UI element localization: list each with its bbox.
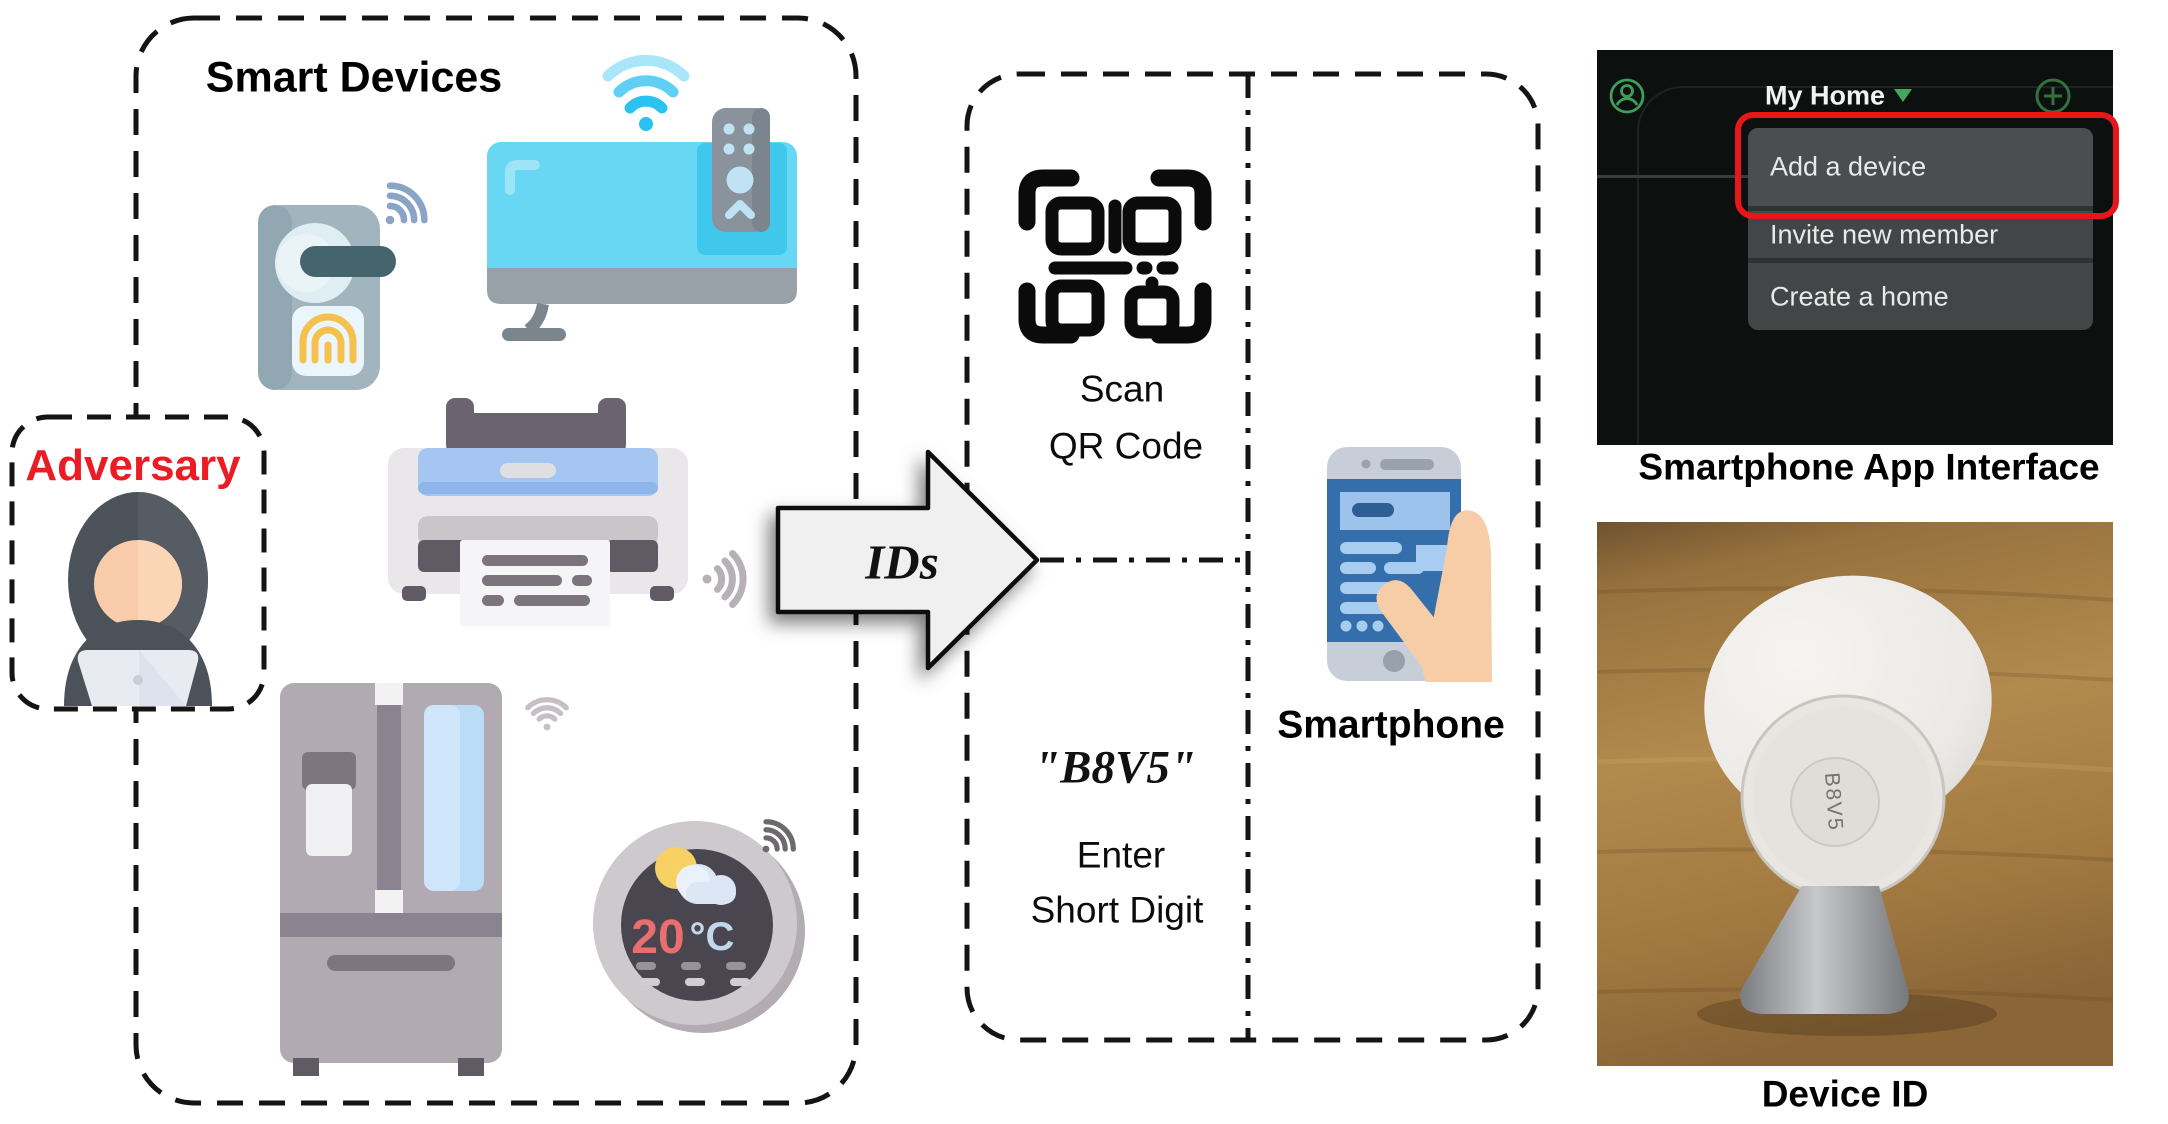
scan-label-line1: Scan xyxy=(1079,368,1165,410)
smartphone-label: Smartphone xyxy=(1277,703,1505,747)
ids-arrow xyxy=(775,449,1040,671)
short-id-label: "B8V5" xyxy=(1034,741,1196,794)
enter-label-line1: Enter xyxy=(1076,834,1166,876)
app-screenshot: My Home Add a device Invite new member C… xyxy=(1597,50,2113,445)
menu-item-label: Invite new member xyxy=(1770,219,1999,249)
menu-separator xyxy=(1748,258,2093,263)
add-icon[interactable] xyxy=(2034,77,2072,115)
smart-tv-icon xyxy=(487,54,797,341)
photo-panel-caption: Device ID xyxy=(1761,1073,1929,1115)
hacker-icon xyxy=(64,492,212,706)
smart-devices-title: Smart Devices xyxy=(205,53,503,102)
qr-scan-icon xyxy=(1018,169,1212,344)
device-id-text: B8V5 xyxy=(1820,772,1847,833)
printer-icon xyxy=(388,398,743,626)
highlight-annotation xyxy=(1735,112,2119,219)
app-card-outline xyxy=(1637,86,2113,445)
caret-down-icon[interactable] xyxy=(1893,88,1913,104)
thermostat-unit: °C xyxy=(690,915,735,959)
scan-label-line2: QR Code xyxy=(1048,425,1204,467)
smartphone-in-hand-icon xyxy=(1327,447,1492,682)
enter-label-line2: Short Digit xyxy=(1030,889,1204,931)
menu-item-create-home[interactable]: Create a home xyxy=(1748,263,2093,330)
ids-arrow-label: IDs xyxy=(865,534,939,590)
device-photo-art: B8V5 xyxy=(1597,522,2113,1066)
thermostat-temp: 20 xyxy=(631,911,684,964)
thermostat-icon: 20 °C xyxy=(593,816,805,1033)
fingerprint-icon xyxy=(299,313,357,364)
wifi-icon xyxy=(602,54,690,131)
cloud-icon xyxy=(676,864,736,905)
menu-item-label: Add a device xyxy=(1770,151,1927,182)
sensor-device: B8V5 xyxy=(1704,575,1992,1014)
app-panel-caption: Smartphone App Interface xyxy=(1638,446,2100,488)
home-dropdown-menu: Add a device Invite new member Create a … xyxy=(1748,128,2093,330)
pairing-box xyxy=(964,71,1541,1043)
menu-item-invite-member[interactable]: Invite new member xyxy=(1748,211,2093,258)
menu-item-add-device[interactable]: Add a device xyxy=(1748,128,2093,206)
device-photo: B8V5 xyxy=(1597,522,2113,1066)
menu-item-label: Create a home xyxy=(1770,281,1949,311)
topbar-divider xyxy=(1597,175,1749,178)
app-home-title[interactable]: My Home xyxy=(1764,80,1886,111)
profile-icon[interactable] xyxy=(1607,76,1647,116)
adversary-label: Adversary xyxy=(25,441,241,490)
remote-control-icon xyxy=(712,108,770,232)
menu-separator xyxy=(1748,206,2093,211)
adversary-box xyxy=(9,414,267,712)
fridge-icon xyxy=(280,683,566,1076)
smart-lock-icon xyxy=(258,179,431,390)
device-base xyxy=(1740,886,1909,1014)
